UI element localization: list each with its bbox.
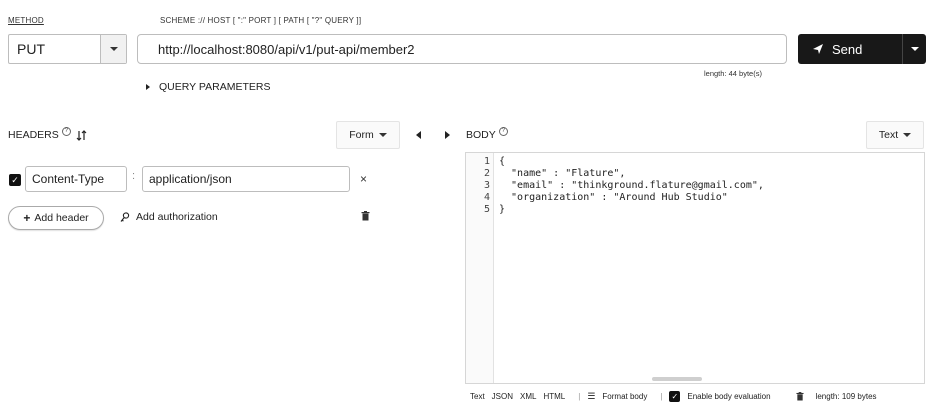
line-number: 4	[483, 192, 490, 203]
url-scheme-hint: SCHEME :// HOST [ ":" PORT ] [ PATH [ "?…	[160, 16, 362, 25]
collapse-left-icon[interactable]	[416, 131, 421, 139]
headers-mode-label: Form	[349, 129, 374, 141]
code-line: "organization" : "Around Hub Studio"	[499, 192, 728, 203]
line-number: 1	[483, 156, 490, 167]
format-json-link[interactable]: JSON	[491, 392, 514, 401]
method-select[interactable]: PUT	[8, 34, 127, 64]
body-mode-select[interactable]: Text	[866, 121, 924, 149]
trash-icon[interactable]	[796, 392, 804, 401]
code-line: "email" : "thinkground.flature@gmail.com…	[499, 180, 764, 191]
add-header-label: Add header	[34, 212, 89, 224]
body-section-title: BODY ?	[466, 126, 508, 141]
format-text-link[interactable]: Text	[470, 392, 485, 401]
code-line: {	[499, 156, 506, 167]
send-options-toggle[interactable]	[902, 34, 926, 64]
body-editor[interactable]: 1 2 3 4 5 { "name" : "Flature", "email" …	[465, 152, 925, 384]
trash-icon[interactable]	[361, 211, 370, 221]
chevron-down-icon	[910, 47, 919, 51]
enable-body-evaluation-checkbox[interactable]: ✓	[669, 391, 681, 402]
add-authorization-label: Add authorization	[136, 211, 218, 223]
expand-arrow-icon	[146, 84, 150, 90]
headers-title: HEADERS	[8, 129, 59, 141]
query-parameters-label: QUERY PARAMETERS	[159, 81, 271, 93]
divider: |	[660, 392, 663, 401]
line-number-gutter: 1 2 3 4 5	[466, 153, 494, 383]
header-enabled-checkbox[interactable]: ✓	[9, 174, 21, 186]
chevron-down-icon	[109, 47, 118, 51]
chevron-down-icon	[903, 133, 912, 137]
divider: |	[578, 392, 581, 401]
send-button[interactable]: Send	[798, 34, 902, 64]
format-html-link[interactable]: HTML	[543, 392, 566, 401]
method-value: PUT	[17, 41, 45, 57]
format-icon: ☰	[587, 391, 596, 401]
method-label: METHOD	[8, 16, 44, 25]
send-button-group[interactable]: Send	[798, 34, 926, 64]
enable-body-evaluation-label: Enable body evaluation	[687, 392, 771, 401]
body-footer: Text JSON XML HTML | ☰ Format body | ✓ E…	[470, 391, 884, 402]
add-authorization-link[interactable]: Add authorization	[120, 211, 218, 223]
help-icon[interactable]: ?	[498, 126, 508, 136]
query-parameters-toggle[interactable]: QUERY PARAMETERS	[146, 81, 270, 93]
key-icon	[120, 211, 130, 222]
add-header-button[interactable]: + Add header	[8, 206, 104, 230]
code-line: "name" : "Flature",	[499, 168, 626, 179]
url-length: length: 44 byte(s)	[704, 69, 762, 78]
method-dropdown-toggle[interactable]	[100, 35, 126, 63]
header-value-input[interactable]: application/json	[142, 166, 350, 192]
body-mode-label: Text	[878, 129, 899, 141]
url-input[interactable]: http://localhost:8080/api/v1/put-api/mem…	[137, 34, 787, 64]
line-number: 5	[483, 204, 490, 215]
line-number: 2	[483, 168, 490, 179]
code-line: }	[499, 204, 506, 215]
headers-section-title: HEADERS ?	[8, 126, 88, 141]
body-length: length: 109 bytes	[815, 392, 877, 401]
body-title: BODY	[466, 129, 496, 141]
help-icon[interactable]: ?	[61, 126, 71, 136]
remove-header-icon[interactable]: ×	[360, 172, 368, 186]
plus-icon: +	[23, 211, 31, 225]
format-body-link[interactable]: Format body	[602, 392, 648, 401]
expand-right-icon[interactable]	[445, 131, 450, 139]
header-name-input[interactable]: Content-Type	[25, 166, 127, 192]
line-number: 3	[483, 180, 490, 191]
editor-resize-handle[interactable]	[652, 377, 702, 381]
sort-icon[interactable]	[76, 129, 88, 141]
chevron-down-icon	[378, 133, 387, 137]
headers-mode-select[interactable]: Form	[336, 121, 400, 149]
header-separator: :	[132, 170, 136, 182]
paper-plane-icon	[813, 44, 823, 54]
format-xml-link[interactable]: XML	[520, 392, 537, 401]
send-label: Send	[832, 41, 863, 57]
